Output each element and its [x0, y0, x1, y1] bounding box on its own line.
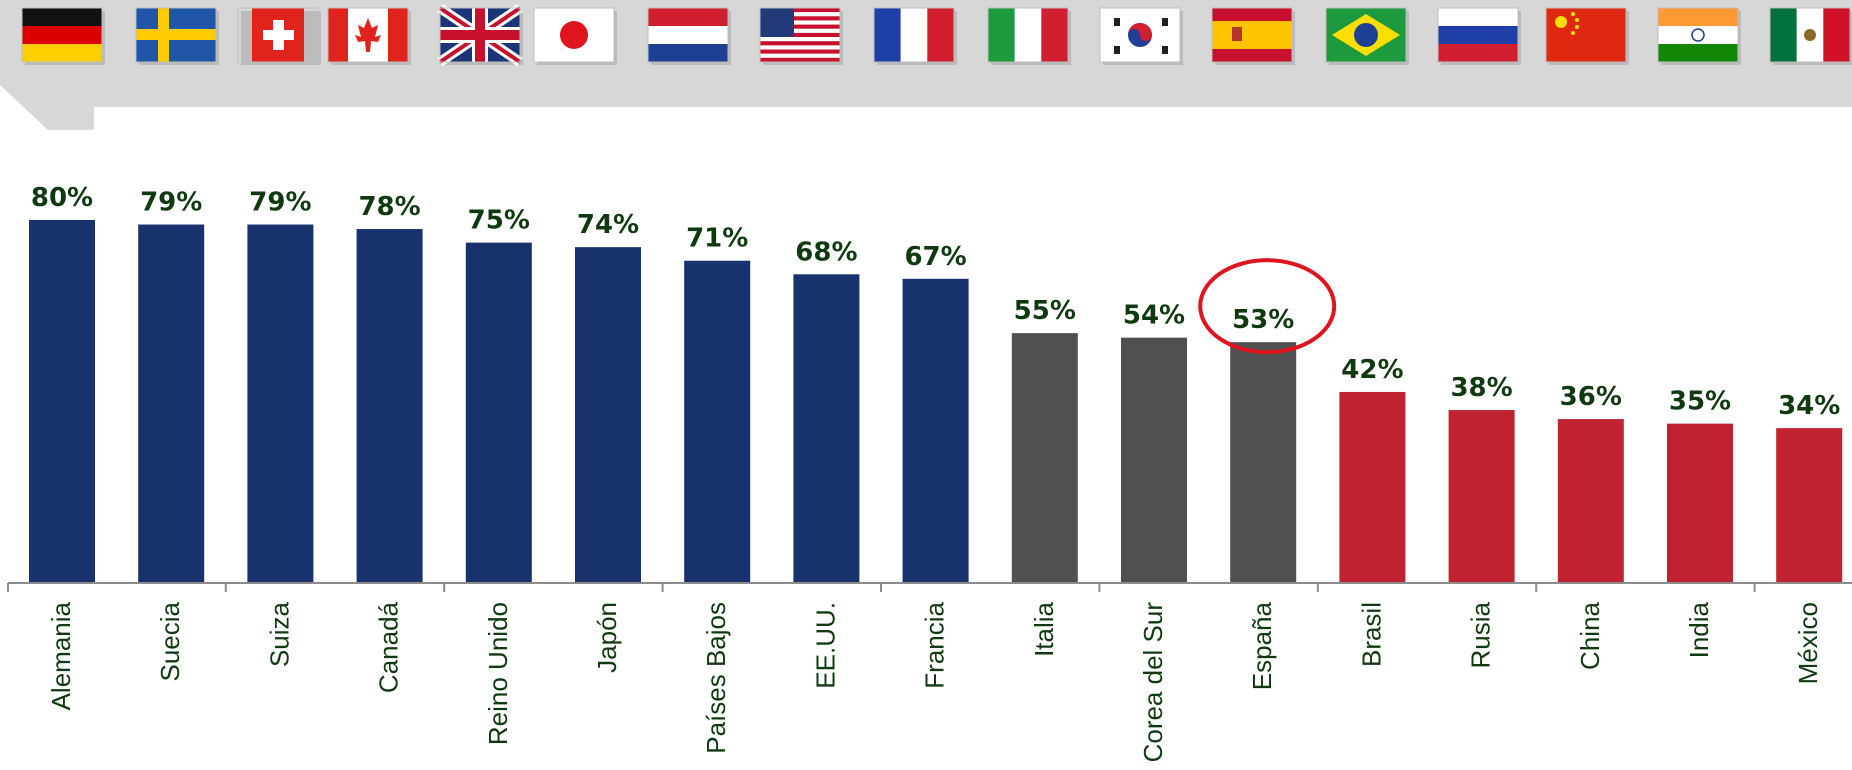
bar-6 — [684, 260, 751, 582]
category-label-10: Corea del Sur — [1138, 602, 1168, 763]
category-label-13: Rusia — [1466, 601, 1496, 668]
category-label-8: Francia — [920, 601, 950, 688]
value-labels: 80% 79% 79% 78% 75% 74% 71% 68% 67% 55% 54% 53% 42% 3… — [31, 183, 1840, 421]
category-label-16: México — [1793, 602, 1823, 684]
bar-7 — [793, 274, 860, 582]
flag-sweden-icon — [135, 7, 219, 65]
value-label-11: 53% — [1232, 305, 1294, 335]
value-label-10: 54% — [1123, 301, 1185, 331]
value-label-15: 35% — [1669, 387, 1731, 417]
category-label-15: India — [1684, 601, 1714, 658]
bar-11 — [1230, 342, 1297, 582]
category-label-2: Suiza — [264, 601, 294, 667]
highlight-layer — [1198, 258, 1337, 355]
bar-2 — [247, 224, 314, 582]
category-label-12: Brasil — [1356, 602, 1386, 667]
value-label-16: 34% — [1778, 391, 1840, 421]
flag-italy-icon — [987, 7, 1071, 65]
x-axis — [7, 582, 1852, 592]
category-label-11: España — [1247, 601, 1277, 690]
value-label-2: 79% — [249, 188, 311, 218]
highlight-circle — [1198, 258, 1337, 355]
bar-15 — [1667, 423, 1733, 582]
value-label-8: 67% — [904, 242, 966, 272]
flag-russia-icon — [1437, 7, 1521, 65]
flag-mexico-icon — [1769, 7, 1852, 65]
value-label-6: 71% — [686, 224, 748, 254]
flag-china-icon — [1545, 7, 1629, 65]
flag-netherlands-icon — [647, 7, 731, 65]
flag-france-icon — [873, 7, 957, 65]
value-label-1: 79% — [140, 188, 202, 218]
value-label-13: 38% — [1450, 373, 1512, 403]
flag-japan-icon — [533, 7, 617, 65]
flag-switzerland-icon — [237, 7, 321, 65]
value-label-7: 68% — [795, 237, 857, 267]
value-label-3: 78% — [358, 192, 420, 222]
flag-canada-icon — [327, 7, 411, 65]
bar-13 — [1448, 410, 1515, 582]
category-label-4: Reino Unido — [483, 602, 513, 745]
category-label-1: Suecia — [155, 601, 185, 681]
value-label-9: 55% — [1014, 296, 1076, 326]
flag-spain-icon — [1211, 7, 1295, 65]
category-label-9: Italia — [1029, 601, 1059, 656]
bars — [29, 220, 1843, 583]
value-label-14: 36% — [1560, 382, 1622, 412]
bar-4 — [465, 242, 532, 582]
bar-10 — [1121, 337, 1187, 582]
bar-9 — [1011, 333, 1078, 582]
category-label-3: Canadá — [374, 601, 404, 693]
category-labels: Alemania Suecia Suiza Canadá Reino Unido Japó… — [46, 601, 1823, 762]
flag-brazil-icon — [1325, 7, 1409, 65]
bar-16 — [1776, 428, 1843, 582]
bar-8 — [902, 278, 969, 582]
category-label-7: EE.UU. — [810, 602, 840, 689]
bar-0 — [29, 220, 95, 582]
bar-5 — [575, 247, 641, 582]
bar-14 — [1557, 419, 1624, 582]
value-label-12: 42% — [1341, 355, 1403, 385]
category-label-6: Países Bajos — [701, 602, 731, 754]
flag-usa-icon — [759, 7, 843, 65]
flag-south-korea-icon — [1099, 7, 1183, 65]
bar-1 — [138, 224, 205, 582]
category-label-5: Japón — [592, 602, 622, 673]
category-label-0: Alemania — [46, 601, 76, 710]
flag-united-kingdom-icon — [437, 3, 523, 67]
value-label-5: 74% — [577, 210, 639, 240]
category-label-14: China — [1575, 601, 1605, 669]
flag-india-icon — [1657, 7, 1741, 65]
bar-3 — [356, 229, 423, 583]
value-label-4: 75% — [468, 206, 530, 236]
flag-strip — [21, 3, 1852, 67]
bar-12 — [1339, 391, 1406, 582]
value-label-0: 80% — [31, 183, 93, 213]
flag-germany-icon — [21, 7, 105, 65]
